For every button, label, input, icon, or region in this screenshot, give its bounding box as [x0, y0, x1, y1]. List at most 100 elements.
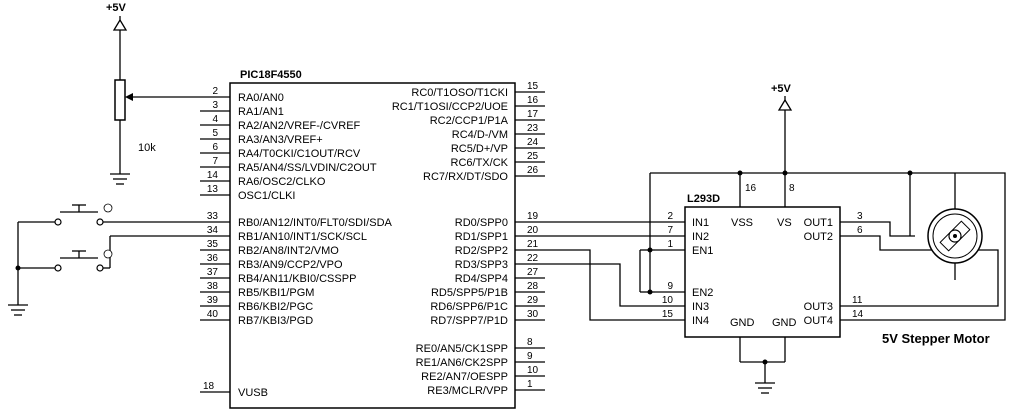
mcu-left-pin-number: 14: [207, 170, 219, 181]
mcu-right-pin-label: RC4/D-/VM: [452, 129, 508, 141]
mcu-left-pin-number: 37: [207, 267, 219, 278]
push-button-1: [18, 203, 200, 226]
driver-pin-vss-label: VSS: [731, 217, 753, 229]
pot-value: 10k: [138, 142, 156, 154]
mcu-right-pin-label: RC0/T1OSO/T1CKI: [411, 87, 508, 99]
wires-mcu-to-driver: [545, 221, 655, 321]
driver-pin-out2-label: OUT2: [804, 231, 833, 243]
power-arrow-pot: [112, 16, 128, 80]
mcu-right-pin-number: 21: [527, 239, 539, 250]
mcu-right-pin-number: 22: [527, 253, 539, 264]
driver-pin-vs-label: VS: [777, 217, 792, 229]
mcu-left-pin-number: 7: [212, 156, 218, 167]
driver-pin-en1-label: EN1: [692, 245, 713, 257]
mcu-right-pin-number: 15: [527, 81, 539, 92]
mcu-right-pin-label: RC6/TX/CK: [451, 157, 509, 169]
driver-pin-en2-number: 9: [667, 281, 673, 292]
mcu-pin-vusb-number: 18: [203, 381, 215, 392]
mcu-left-pin-number: 33: [207, 211, 219, 222]
mcu-body: [229, 82, 516, 409]
mcu-right-pin-number: 19: [527, 211, 539, 222]
mcu-re-pins: 8RE0/AN5/CK1SPP9RE1/AN6/CK2SPP10RE2/AN7/…: [416, 337, 545, 397]
driver-pin-out2-number: 6: [857, 225, 863, 236]
driver-pin-in1-number: 2: [667, 211, 673, 222]
driver-pin-vs-number: 8: [789, 183, 795, 194]
mcu-right-pin-label: RC1/T1OSI/CCP2/UOE: [392, 101, 508, 113]
mcu-right-pin-number: 23: [527, 123, 539, 134]
mcu-right-pin-label: RD4/SPP4: [455, 273, 508, 285]
driver-pin-in3-label: IN3: [692, 301, 709, 313]
mcu-right-pin-number: 27: [527, 267, 539, 278]
mcu-left-pin-number: 38: [207, 281, 219, 292]
ground-buttons: [8, 222, 28, 316]
driver-pin-out1-number: 3: [857, 211, 863, 222]
mcu-name: PIC18F4550: [240, 69, 302, 81]
mcu-left-pin-number: 34: [207, 225, 219, 236]
driver-pin-in2-label: IN2: [692, 231, 709, 243]
driver-pin-gnd2-label: GND: [772, 317, 797, 329]
driver-pin-in1-label: IN1: [692, 217, 709, 229]
mcu-right-pin-label: RD5/SPP5/P1B: [431, 287, 508, 299]
mcu-left-pins: 2RA0/AN03RA1/AN14RA2/AN2/VREF-/CVREF5RA3…: [200, 86, 393, 327]
stepper-motor: [927, 173, 983, 280]
mcu-re-pin-number: 8: [527, 337, 533, 348]
mcu-right-pin-number: 29: [527, 295, 539, 306]
mcu-left-pin-label: RB7/KBI3/PGD: [238, 315, 313, 327]
driver-name: L293D: [687, 193, 720, 205]
driver-pin-in4-number: 15: [662, 309, 674, 320]
driver-pin-out4-number: 14: [852, 309, 864, 320]
mcu-right-pin-number: 30: [527, 309, 539, 320]
mcu-right-pin-number: 16: [527, 95, 539, 106]
mcu-left-pin-label: RA2/AN2/VREF-/CVREF: [238, 120, 361, 132]
supply-label-driver: +5V: [771, 83, 792, 95]
mcu-left-pin-number: 3: [212, 100, 218, 111]
mcu-left-pin-label: RA5/AN4/SS/LVDIN/C2OUT: [238, 162, 377, 174]
mcu-right-pin-number: 26: [527, 165, 539, 176]
driver-pin-in2-number: 7: [667, 225, 673, 236]
mcu-re-pin-label: RE1/AN6/CK2SPP: [416, 357, 508, 369]
mcu-left-pin-label: RA1/AN1: [238, 106, 284, 118]
mcu-right-pin-label: RD2/SPP2: [455, 245, 508, 257]
mcu-re-pin-label: RE2/AN7/OESPP: [421, 371, 508, 383]
mcu-right-pin-label: RC7/RX/DT/SDO: [423, 171, 508, 183]
driver-pin-gnd1-label: GND: [730, 317, 755, 329]
mcu-left-pin-label: RB5/KBI1/PGM: [238, 287, 314, 299]
driver-pin-in4-label: IN4: [692, 315, 709, 327]
mcu-right-pin-label: RD0/SPP0: [455, 217, 508, 229]
mcu-left-pin-number: 35: [207, 239, 219, 250]
driver-pin-out1-label: OUT1: [804, 217, 833, 229]
driver-pin-en2-label: EN2: [692, 287, 713, 299]
mcu-right-pin-label: RC2/CCP1/P1A: [430, 115, 509, 127]
mcu-left-pin-label: RB2/AN8/INT2/VMO: [238, 245, 339, 257]
mcu-right-pin-label: RD7/SPP7/P1D: [430, 315, 508, 327]
mcu-pin-vusb: 18 VUSB: [200, 381, 268, 399]
mcu-right-pin-number: 20: [527, 225, 539, 236]
mcu-left-pin-label: RB1/AN10/INT1/SCK/SCL: [238, 231, 367, 243]
driver-right-pins: 3 6 11 14 OUT1 OUT2 OUT3 OUT4: [804, 211, 870, 327]
driver-pin-out3-label: OUT3: [804, 301, 833, 313]
mcu-left-pin-label: OSC1/CLKI: [238, 190, 295, 202]
mcu-pin-vusb-label: VUSB: [238, 387, 268, 399]
mcu-right-pin-number: 24: [527, 137, 539, 148]
ground-pot: [110, 120, 130, 185]
mcu-left-pin-label: RB0/AN12/INT0/FLT0/SDI/SDA: [238, 217, 393, 229]
mcu-right-pin-label: RD6/SPP6/P1C: [430, 301, 508, 313]
motor-label: 5V Stepper Motor: [882, 331, 990, 346]
mcu-left-pin-label: RA3/AN3/VREF+: [238, 134, 323, 146]
mcu-re-pin-number: 9: [527, 351, 533, 362]
mcu-right-pin-label: RD3/SPP3: [455, 259, 508, 271]
driver-pin-en1-number: 1: [667, 239, 673, 250]
mcu-right-pin-number: 25: [527, 151, 539, 162]
driver-body: [684, 206, 841, 338]
mcu-left-pin-number: 36: [207, 253, 219, 264]
mcu-left-pin-number: 13: [207, 184, 219, 195]
mcu-re-pin-label: RE0/AN5/CK1SPP: [416, 343, 508, 355]
driver-pin-out3-number: 11: [852, 295, 863, 306]
mcu-left-pin-number: 2: [212, 86, 218, 97]
mcu-left-pin-number: 39: [207, 295, 219, 306]
mcu-re-pin-number: 1: [527, 379, 533, 390]
mcu-left-pin-label: RB4/AN11/KBI0/CSSPP: [238, 273, 356, 285]
potentiometer-wiper: [125, 93, 200, 101]
mcu-left-pin-label: RB3/AN9/CCP2/VPO: [238, 259, 343, 271]
